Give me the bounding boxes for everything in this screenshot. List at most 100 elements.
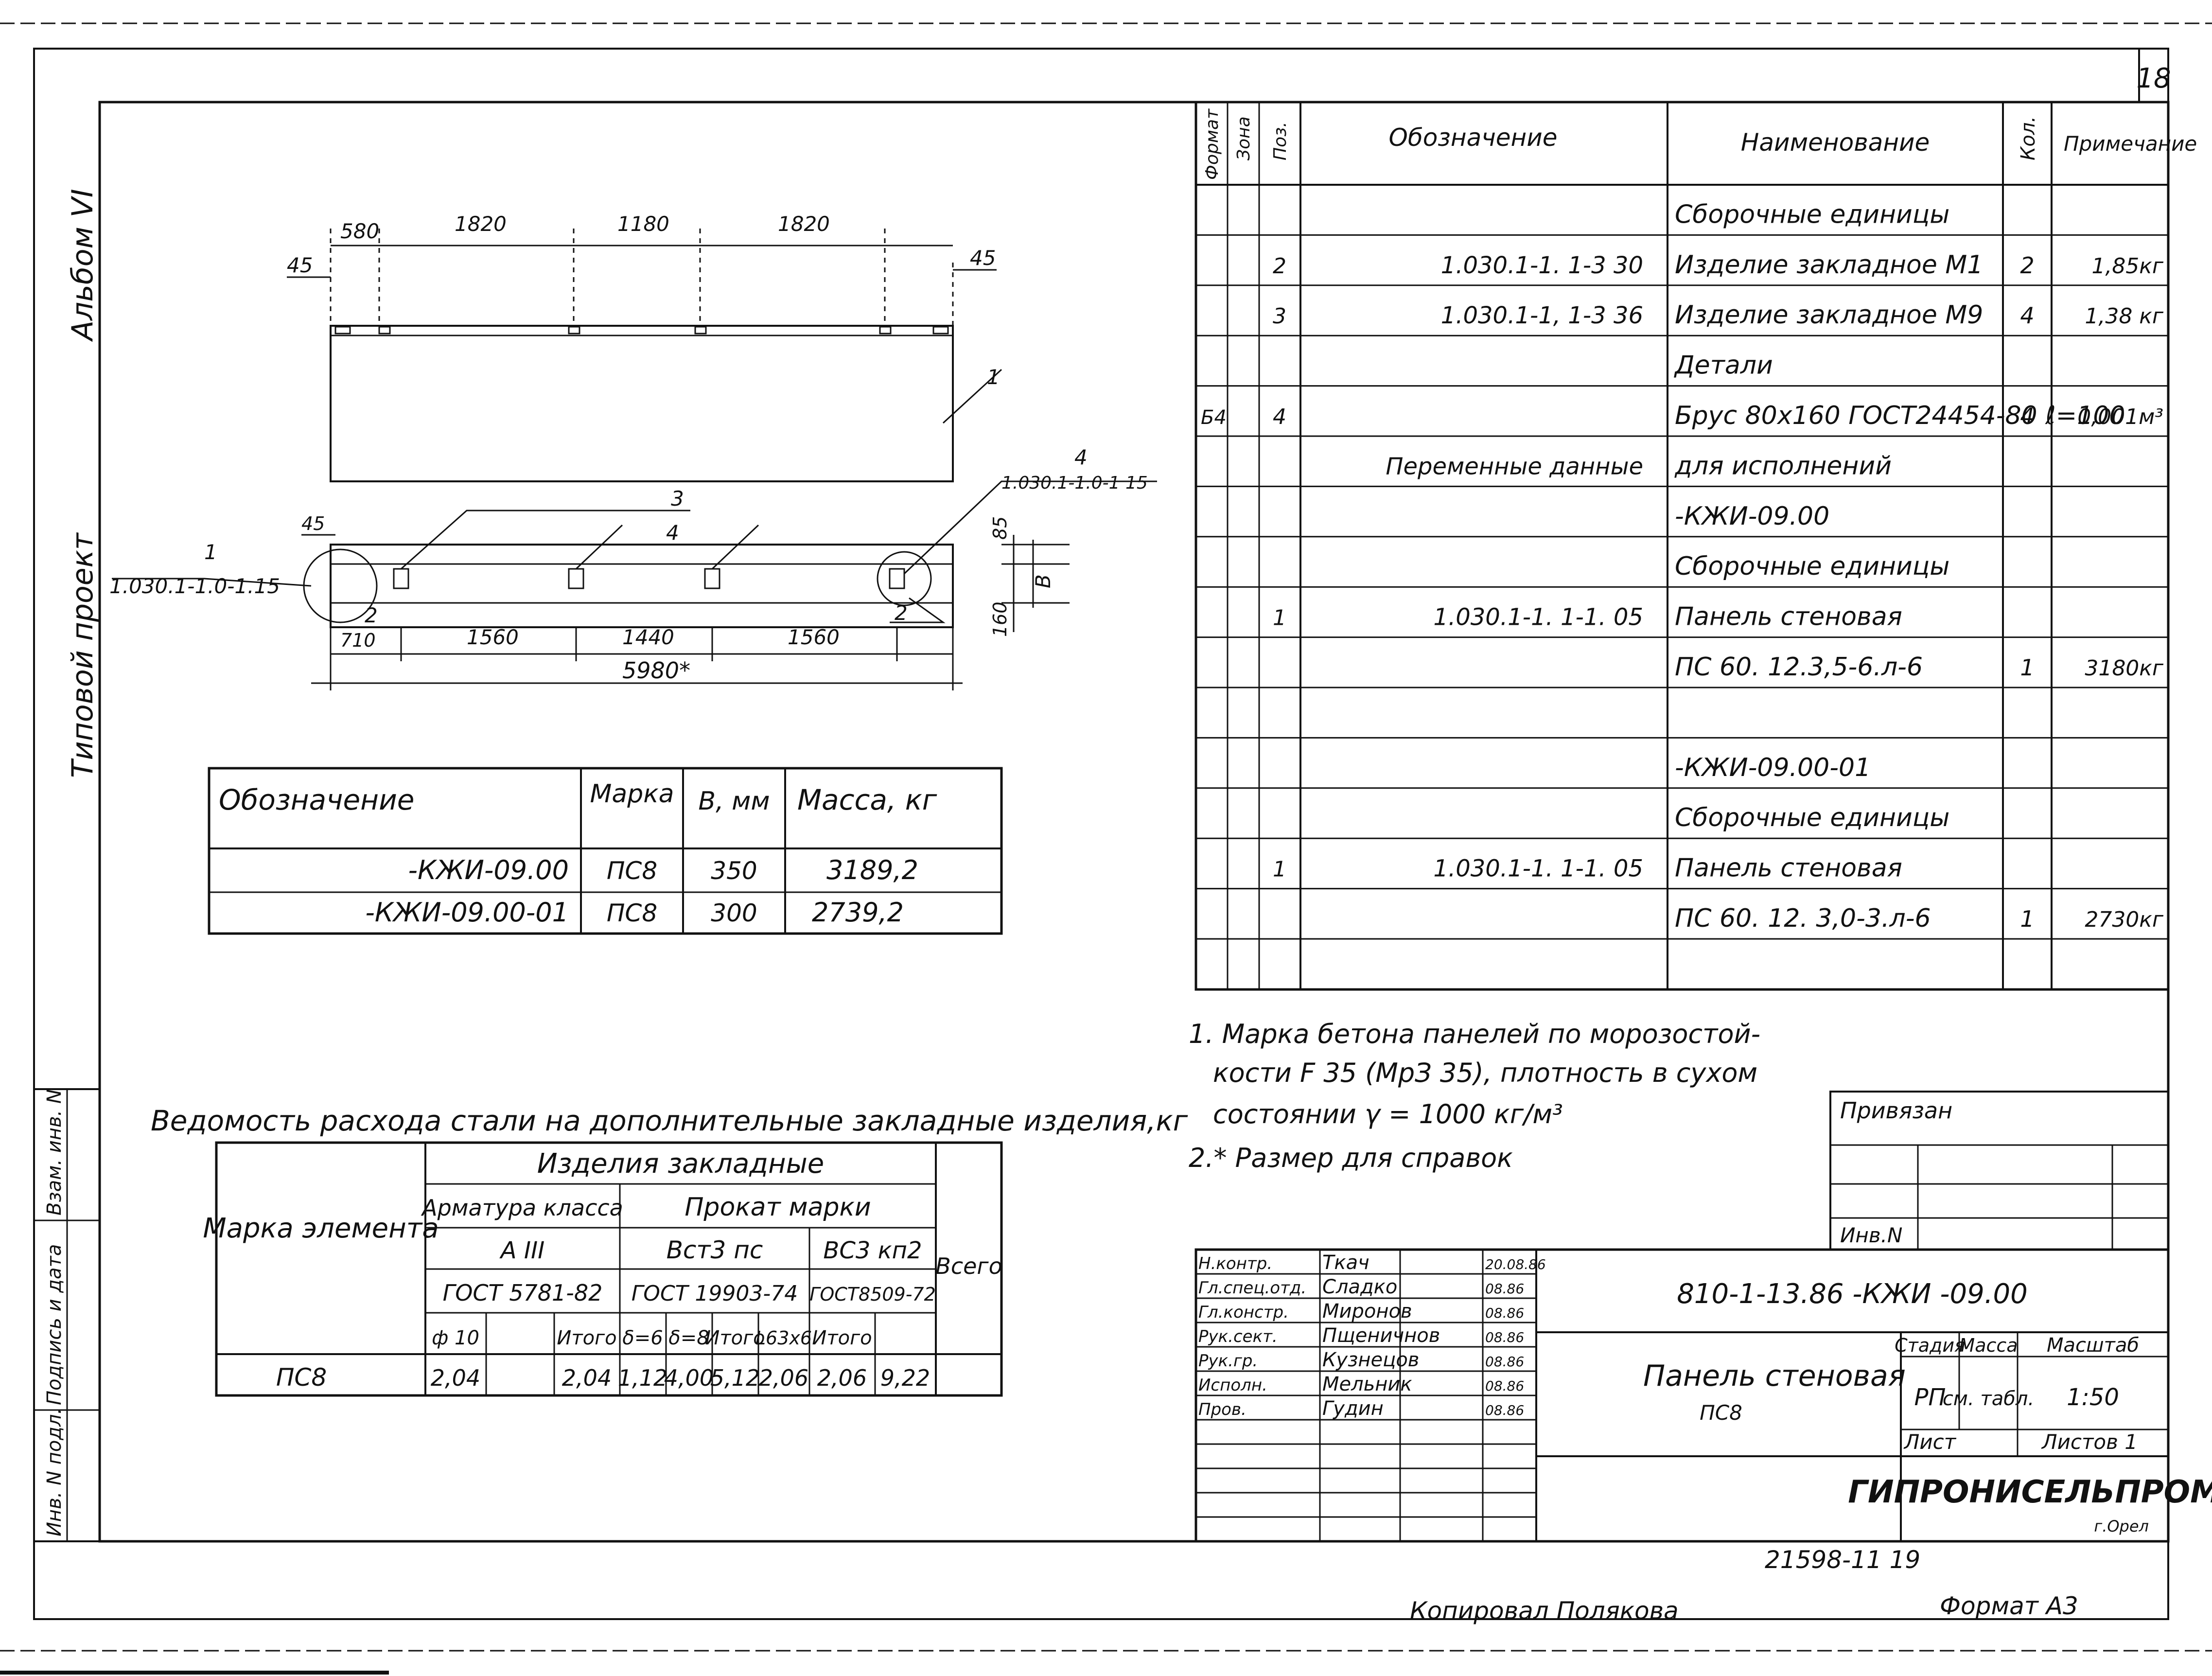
dim-710: 710: [340, 630, 376, 651]
steel-sub-4: δ=8: [668, 1327, 709, 1349]
steel-h-prokat: Прокат марки: [685, 1193, 871, 1222]
steel-row-7: 2,06: [759, 1365, 808, 1391]
staff-date: 08.86: [1485, 1329, 1524, 1345]
mass-table: Обозначение Марка B, мм Масса, кг -КЖИ-0…: [208, 767, 1003, 935]
title-scale-h: Масштаб: [2047, 1334, 2139, 1357]
spec-cell-name: Детали: [1674, 351, 1773, 380]
staff-date: 08.86: [1485, 1402, 1524, 1418]
title-name: Панель стеновая: [1643, 1359, 1906, 1393]
title-mark: ПС8: [1700, 1401, 1742, 1425]
steel-h-aiii: А III: [499, 1237, 545, 1264]
spec-h-note: Примечание: [2064, 132, 2197, 156]
spec-cell-note: 1,38 кг: [2085, 304, 2164, 329]
note-line-1: 1. Марка бетона панелей по морозостой-: [1189, 1019, 1760, 1049]
spec-cell-pos: 1: [1273, 606, 1286, 631]
privyazan-box: Привязан Инв.N: [1829, 1091, 2169, 1251]
spec-cell-name: Сборочные единицы: [1675, 200, 1949, 229]
leader-2-left: 2: [365, 603, 378, 627]
steel-sub-5: Итого: [705, 1327, 765, 1349]
dim-45-section: 45: [301, 513, 325, 534]
footer-format: Формат А3: [1940, 1592, 2078, 1620]
staff-role: Гл.констр.: [1198, 1303, 1289, 1322]
title-sheet-h: Лист: [1903, 1430, 1957, 1454]
staff-date: 08.86: [1485, 1305, 1524, 1321]
note-line-3: состоянии γ = 1000 кг/м³: [1213, 1099, 1563, 1129]
privyazan-label: Привязан: [1840, 1097, 1952, 1124]
staff-date: 08.86: [1485, 1281, 1524, 1297]
spec-table: Формат Зона Поз. Обозначение Наименовани…: [1194, 101, 2197, 991]
title-sheets-h: Листов 1: [2041, 1430, 2138, 1454]
leader-1-code: 1.030.1-1.0-1.15: [109, 574, 280, 598]
spec-cell-qty: 1: [2020, 654, 2034, 681]
spec-cell-des: 1.030.1-1, 1-3 36: [1441, 302, 1643, 329]
title-code: 810-1-13.86 -КЖИ -09.00: [1677, 1278, 2028, 1310]
steel-sub-3: δ=6: [622, 1327, 663, 1349]
spec-cell-name: -КЖИ-09.00: [1675, 502, 1829, 531]
spec-cell-qty: 1: [2020, 906, 2034, 932]
steel-row-6: 5,12: [710, 1365, 760, 1391]
steel-sub-6: L63х6: [755, 1327, 812, 1349]
spec-cell-qty: 4: [2020, 403, 2034, 429]
title-stage: РП: [1914, 1384, 1946, 1411]
steel-row-mark: ПС8: [276, 1363, 327, 1392]
dim-1180: 1180: [617, 212, 669, 236]
steel-sub-7: Итого: [812, 1327, 872, 1349]
stamp-vzam-inv: Взам. инв. N: [43, 1089, 66, 1216]
steel-h-total: Всего: [935, 1253, 1002, 1279]
spec-h-pos: Поз.: [1270, 122, 1290, 160]
steel-row-4: 1,12: [618, 1365, 667, 1391]
spec-cell-qty: 4: [2020, 302, 2034, 329]
spec-cell-name: ПС 60. 12. 3,0-3.л-6: [1675, 904, 1931, 933]
leader-3: 3: [671, 487, 684, 511]
spec-h-qty: Кол.: [2017, 116, 2039, 160]
title-stage-h: Стадия: [1895, 1335, 1966, 1356]
dim-1560b: 1560: [788, 625, 840, 649]
title-scale: 1:50: [2067, 1384, 2119, 1411]
spec-cell-qty: 2: [2020, 252, 2034, 279]
dim-5980: 5980*: [622, 657, 690, 684]
dim-160: 160: [989, 601, 1011, 637]
spec-cell-pos: 3: [1273, 304, 1286, 329]
spec-h-format: Формат: [1202, 108, 1222, 180]
spec-cell-note: 3180кг: [2085, 656, 2164, 681]
sheet-number: 18: [2136, 63, 2171, 94]
footer-copied: Копировал Полякова: [1410, 1597, 1679, 1625]
staff-name: Пщеничнов: [1322, 1324, 1440, 1347]
steel-sub-2: Итого: [557, 1327, 616, 1349]
steel-h-gost1: ГОСТ 5781-82: [443, 1280, 603, 1306]
mass-h-mass: Масса, кг: [797, 783, 937, 816]
spec-cell-name: Панель стеновая: [1675, 602, 1902, 632]
leader-4: 4: [666, 521, 679, 545]
footer-number: 21598-11 19: [1765, 1546, 1920, 1574]
spec-cell-note: 0,001м³: [2077, 405, 2163, 429]
title-city: г.Орел: [2094, 1517, 2149, 1535]
mass-h-des: Обозначение: [219, 783, 414, 816]
mass-r2-b: 300: [711, 899, 757, 927]
notes: 1. Марка бетона панелей по морозостой- к…: [1189, 1019, 1760, 1173]
privyazan-inv: Инв.N: [1840, 1223, 1902, 1247]
stamp-inv-podl: Инв. N подл.: [43, 1408, 66, 1536]
staff-date: 20.08.86: [1485, 1256, 1546, 1272]
steel-h-vst: Вст3 пс: [667, 1236, 763, 1264]
spec-cell-des: 1.030.1-1. 1-3 30: [1441, 252, 1643, 279]
staff-role: Исполн.: [1198, 1376, 1267, 1395]
dim-1820b: 1820: [778, 212, 830, 236]
spec-h-name: Наименование: [1741, 128, 1930, 157]
spec-cell-note: 2730кг: [2085, 907, 2164, 932]
mass-r2-mark: ПС8: [607, 899, 657, 927]
spec-cell-name: для исполнений: [1674, 451, 1892, 480]
spec-cell-fmt: Б4: [1201, 406, 1227, 429]
dim-45-right: 45: [970, 246, 996, 270]
leader-2-right: 2: [895, 601, 908, 625]
side-project: Типовой проект: [66, 532, 100, 778]
panel-drawing: 580 1820 1180 1820 45 45 1 3 4 4 1.030.1…: [109, 212, 1157, 690]
staff-role: Пров.: [1198, 1400, 1246, 1419]
steel-h-gost2: ГОСТ 19903-74: [632, 1281, 798, 1306]
steel-h-items: Изделия закладные: [537, 1148, 825, 1180]
spec-cell-des: Переменные данные: [1386, 453, 1643, 480]
steel-h-mark: Марка элемента: [203, 1213, 439, 1244]
spec-cell-name: -КЖИ-09.00-01: [1675, 753, 1871, 782]
stamp-podpis-data: Подпись и дата: [43, 1244, 66, 1405]
